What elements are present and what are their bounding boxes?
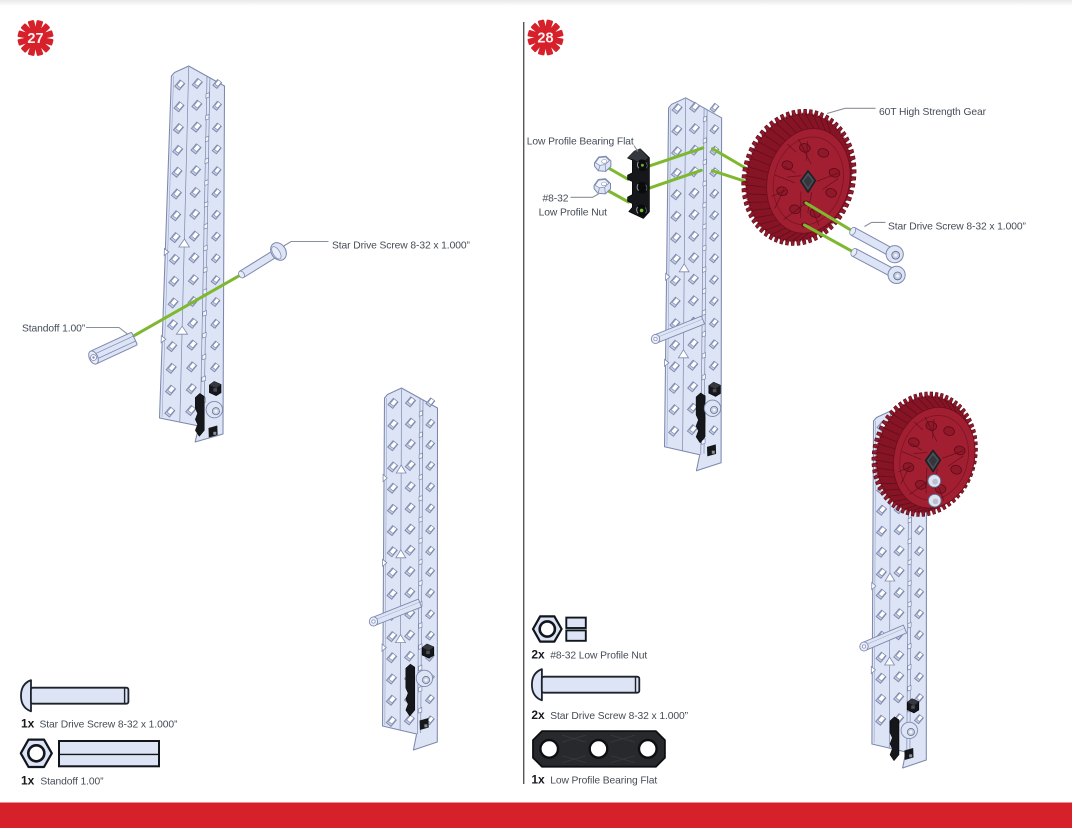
svg-text:Low Profile Nut: Low Profile Nut [539,208,608,219]
svg-text:2x: 2x [531,708,545,722]
svg-text:1x: 1x [21,717,35,731]
svg-text:Star Drive Screw 8-32 x 1.000”: Star Drive Screw 8-32 x 1.000” [40,720,178,731]
svg-text:Low Profile Bearing Flat: Low Profile Bearing Flat [550,775,657,786]
svg-text:2x: 2x [531,648,545,662]
svg-text:1x: 1x [21,774,35,788]
svg-text:60T High Strength Gear: 60T High Strength Gear [879,107,987,118]
svg-text:28: 28 [537,31,553,47]
svg-text:Low Profile Bearing Flat: Low Profile Bearing Flat [527,136,634,147]
svg-text:Star Drive Screw 8-32 x 1.000”: Star Drive Screw 8-32 x 1.000” [888,222,1026,233]
svg-text:Standoff 1.00”: Standoff 1.00” [40,777,104,788]
svg-text:Star Drive Screw 8-32 x 1.000”: Star Drive Screw 8-32 x 1.000” [332,241,470,252]
svg-text:Standoff 1.00”: Standoff 1.00” [22,324,86,335]
svg-text:27: 27 [27,31,43,47]
svg-text:Star Drive Screw 8-32 x 1.000”: Star Drive Screw 8-32 x 1.000” [550,711,688,722]
svg-text:#8-32 Low Profile Nut: #8-32 Low Profile Nut [550,651,647,662]
svg-text:1x: 1x [531,772,545,786]
svg-text:#8-32: #8-32 [543,193,569,204]
